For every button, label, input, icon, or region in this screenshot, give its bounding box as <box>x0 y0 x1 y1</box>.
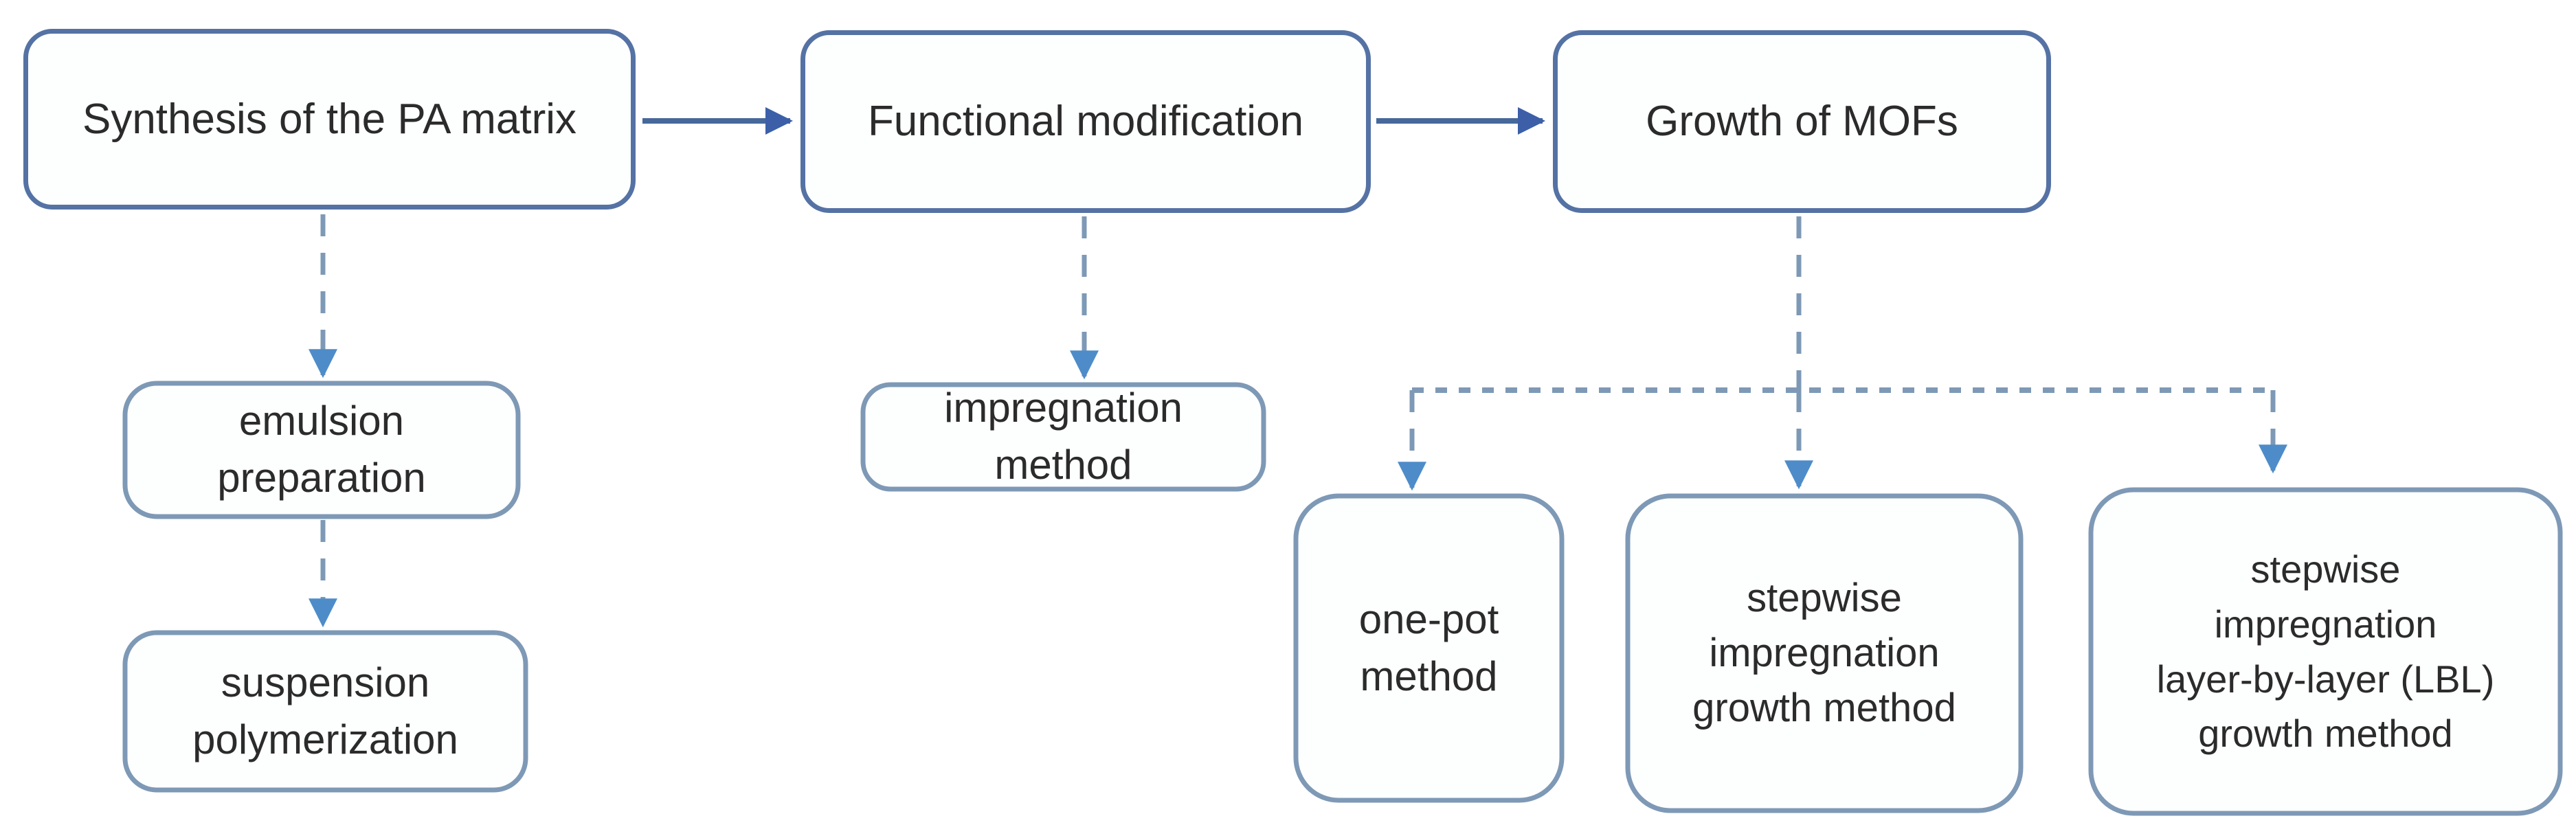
box-impregnation-method <box>860 382 1266 492</box>
box-emulsion-preparation <box>122 381 521 519</box>
box-lbl-growth-method <box>2088 487 2563 816</box>
step-growth-of-mofs: Growth of MOFs <box>1553 30 2051 213</box>
label-impregnation-method: impregnation method <box>944 385 1183 488</box>
label-emulsion-preparation: emulsion preparation <box>217 398 426 501</box>
step-functional-modification: Functional modification <box>800 30 1371 213</box>
label-stepwise-growth-method: stepwise impregnation growth method <box>1692 575 1956 731</box>
label-lbl-growth-method: stepwise impregnation layer-by-layer (LB… <box>2156 547 2495 756</box>
box-suspension-polymerization <box>122 630 528 793</box>
label-suspension-polymerization: suspension polymerization <box>192 659 458 762</box>
step-synthesis-pa-matrix: Synthesis of the PA matrix <box>23 29 636 210</box>
label-one-pot-method: one-pot method <box>1358 596 1499 699</box>
box-stepwise-growth-method <box>1625 493 2024 813</box>
box-one-pot-method <box>1293 493 1565 803</box>
